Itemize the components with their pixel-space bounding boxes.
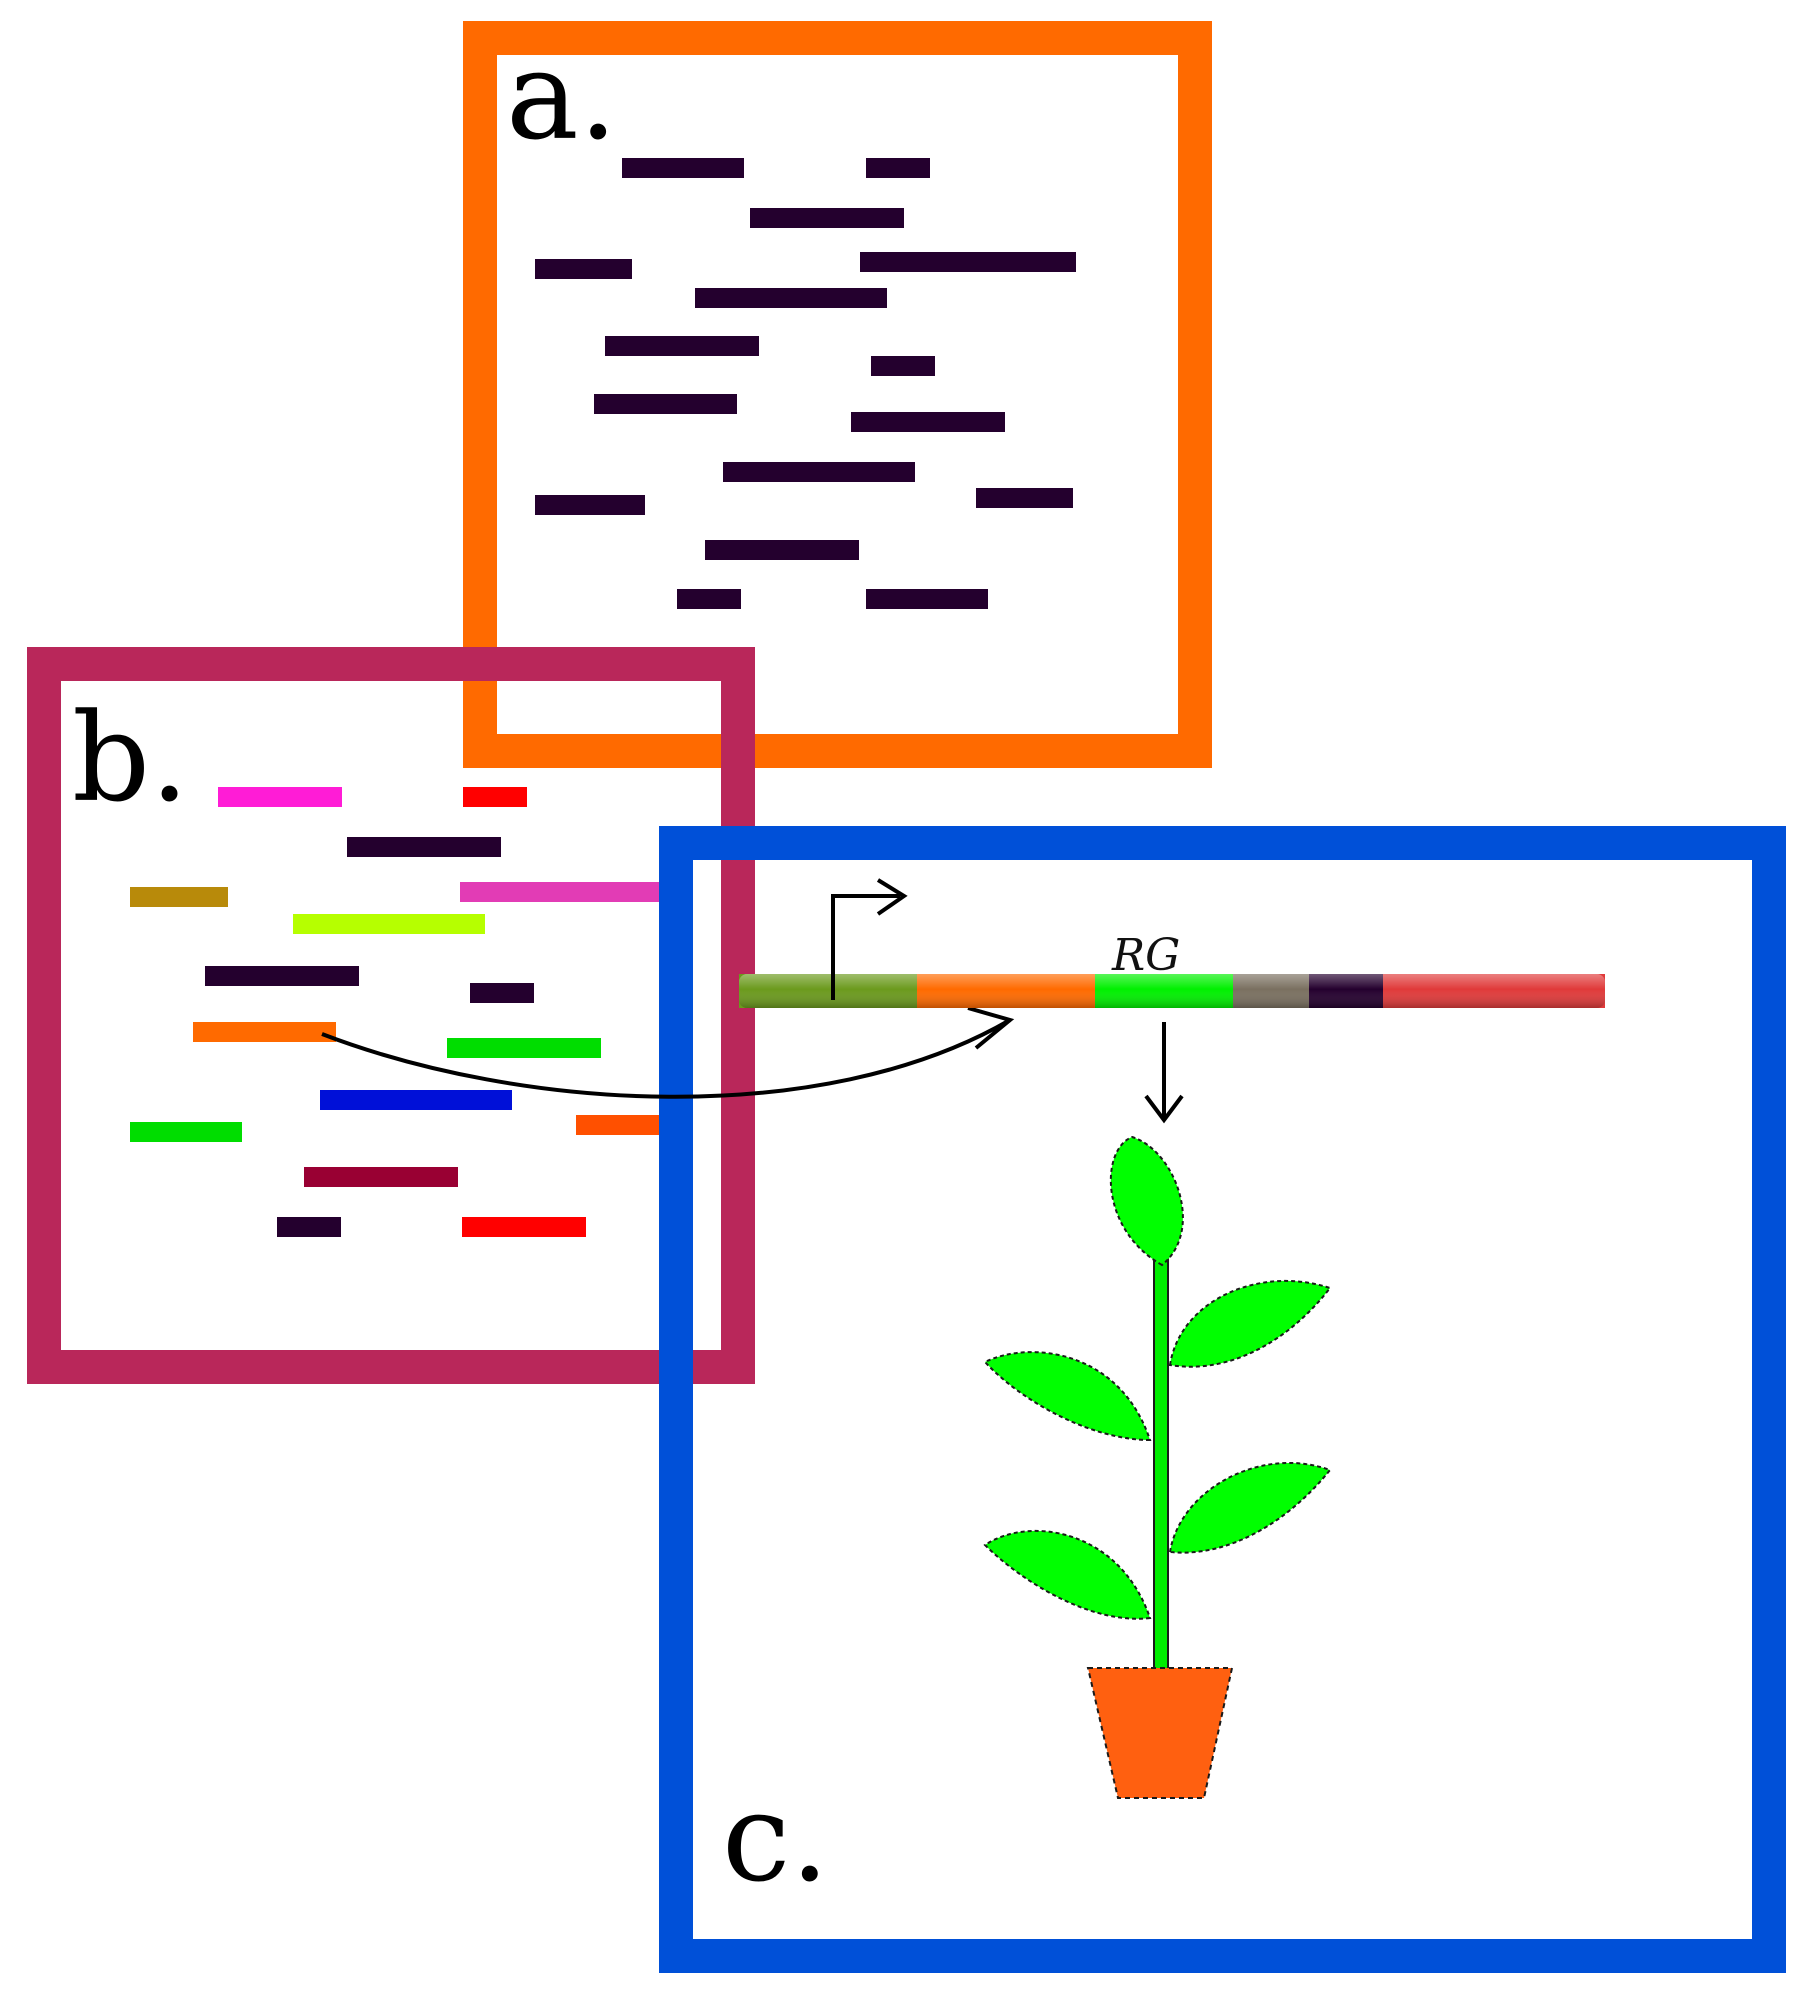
panel-a-fragment	[622, 158, 744, 178]
panel-b-fragment	[347, 837, 501, 857]
panel-a-fragment	[535, 495, 645, 515]
plant-leaf-upper-right	[1168, 1279, 1332, 1368]
panel-a-fragment	[723, 462, 915, 482]
plant-leaf-lower-right	[1168, 1461, 1332, 1554]
panel-b-border	[27, 647, 755, 1384]
panel-b-fragment	[462, 1217, 586, 1237]
plant-stem	[1153, 1239, 1169, 1681]
panel-b-fragment	[460, 882, 672, 902]
panel-a-fragment	[535, 259, 632, 279]
panel-a-fragment	[860, 252, 1076, 272]
plant	[983, 1135, 1332, 1799]
promoter-arrowhead	[876, 878, 908, 916]
panel-b-fragment	[130, 887, 228, 907]
panel-b-label: b.	[72, 687, 189, 829]
panel-a-fragment	[605, 336, 759, 356]
panel-c-border	[659, 826, 1786, 1973]
panel-a-fragment	[976, 488, 1073, 508]
panel-b-fragment	[470, 983, 534, 1003]
gene-construct-shading	[739, 974, 1605, 1008]
panel-a-fragment	[695, 288, 887, 308]
panel-a-fragment	[677, 589, 741, 609]
panel-a-fragment	[871, 356, 935, 376]
panel-b-fragment	[304, 1167, 458, 1187]
plant-leaf-upper-left	[983, 1351, 1152, 1442]
insertion-arrowhead	[967, 1006, 1015, 1050]
panel-a-fragment	[866, 158, 930, 178]
panel-a-fragment	[866, 589, 988, 609]
expression-arrowhead	[1144, 1094, 1184, 1124]
promoter-arrow	[831, 894, 900, 1000]
panel-b-fragment	[447, 1038, 601, 1058]
panel-b-fragment	[293, 914, 485, 934]
panel-b-fragment	[277, 1217, 341, 1237]
panel-b-fragment	[130, 1122, 242, 1142]
panel-c-label: c.	[722, 1767, 829, 1909]
panel-b-fragment	[576, 1115, 673, 1135]
gene-label: RG	[1111, 930, 1180, 981]
panel-b-fragment	[218, 787, 342, 807]
insertion-arrow	[321, 1018, 1012, 1099]
panel-b-fragment	[193, 1022, 336, 1042]
panel-b-fragment	[463, 787, 527, 807]
panel-b-fragment	[320, 1090, 512, 1110]
panel-a-fragment	[750, 208, 904, 228]
plant-pot	[1086, 1667, 1234, 1799]
plant-leaf-top	[1109, 1135, 1184, 1267]
plant-leaf-lower-left	[983, 1529, 1152, 1620]
panel-a-border	[463, 21, 1212, 768]
panel-a-fragments	[535, 158, 1076, 609]
panel-b-fragment	[205, 966, 359, 986]
panel-b-fragments	[130, 787, 673, 1237]
panel-a-fragment	[851, 412, 1005, 432]
panel-a-fragment	[705, 540, 859, 560]
panel-a-label: a.	[506, 25, 618, 167]
panel-a-fragment	[594, 394, 737, 414]
